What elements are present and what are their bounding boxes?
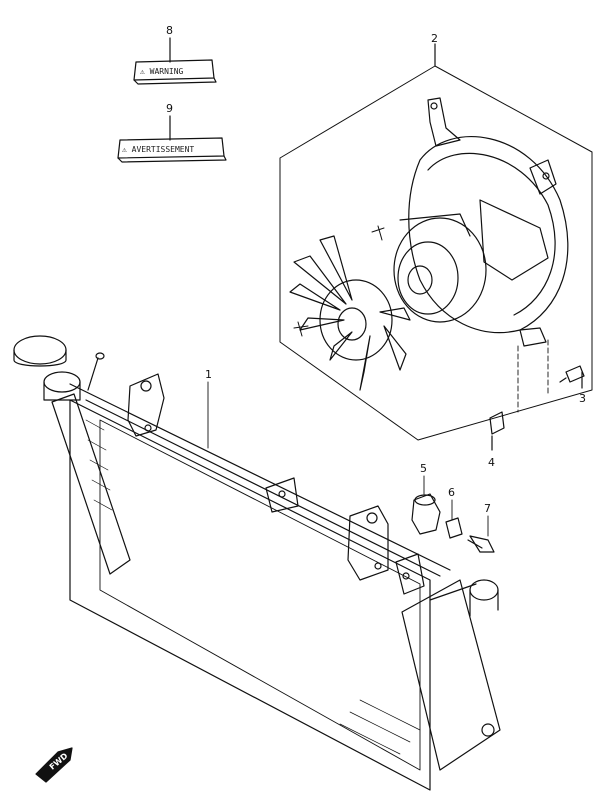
warning-label-text: ⚠ WARNING	[140, 67, 184, 76]
fwd-arrow-icon	[35, 747, 73, 783]
radiator-outlet-pipe	[469, 579, 499, 737]
fan-assembly-group	[279, 43, 593, 441]
bolt-item-7	[467, 535, 495, 553]
avertissement-label	[117, 115, 227, 163]
callout-9: 9	[166, 102, 173, 115]
radiator-bracket-center	[265, 477, 299, 513]
bolt-item-3	[547, 339, 585, 395]
callout-5: 5	[420, 462, 427, 475]
callout-7: 7	[484, 502, 491, 515]
collar-item-6	[445, 517, 463, 539]
cushion-item-5	[411, 493, 441, 535]
callout-2: 2	[431, 32, 438, 45]
leader-lines	[207, 381, 489, 537]
callout-4: 4	[488, 456, 495, 469]
fan-shroud	[408, 97, 569, 347]
callout-8: 8	[166, 24, 173, 37]
fan-assembly-frame	[279, 65, 593, 441]
avertissement-label-text: ⚠ AVERTISSEMENT	[122, 145, 194, 154]
callout-6: 6	[448, 486, 455, 499]
grommet-item-4	[489, 345, 519, 451]
callout-3: 3	[579, 392, 586, 405]
warning-label	[133, 37, 217, 85]
fan-motor	[371, 213, 487, 323]
radiator-bracket-right	[347, 505, 425, 595]
radiator-bracket-left	[127, 373, 165, 437]
callout-1: 1	[205, 368, 212, 381]
fan-blade	[289, 235, 411, 391]
radiator-cap	[13, 335, 105, 401]
radiator-core	[51, 383, 501, 791]
